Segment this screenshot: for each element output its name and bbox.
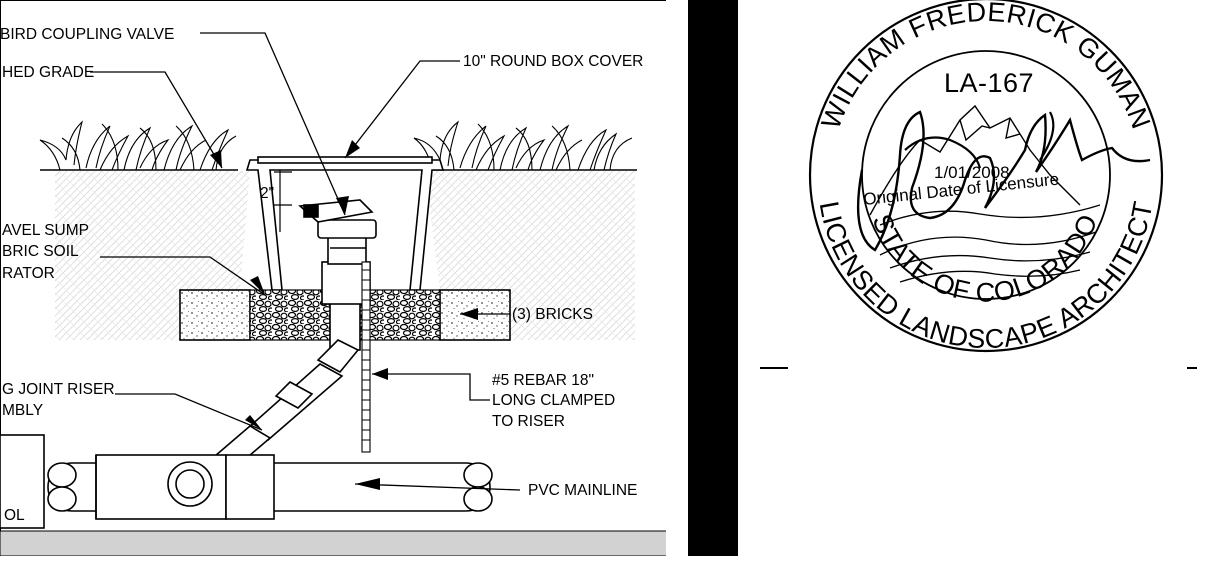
label-sump-line3: RATOR xyxy=(2,265,55,282)
leader-lines xyxy=(90,32,521,491)
grass-right xyxy=(413,120,637,171)
label-bricks: (3) BRICKS xyxy=(512,306,593,323)
label-partial-box: OL xyxy=(4,507,25,524)
label-sump-line1: AVEL SUMP xyxy=(2,222,89,239)
seal-mountains xyxy=(869,104,1081,216)
label-sump-line2: BRIC SOIL xyxy=(2,243,79,260)
signature-stroke-2 xyxy=(904,111,1055,169)
label-mainline: PVC MAINLINE xyxy=(528,482,637,499)
seal-license-number: LA-167 xyxy=(944,68,1034,98)
irrigation-detail: BIRD COUPLING VALVE HED GRADE 10" ROUND … xyxy=(0,0,688,557)
label-rebar-line1: #5 REBAR 18" xyxy=(492,372,594,389)
partial-box xyxy=(0,434,45,529)
title-band xyxy=(0,530,668,557)
leader-arrows xyxy=(210,140,478,490)
seal-date: 1/01/2008 xyxy=(934,163,1010,182)
panel-divider xyxy=(666,0,688,556)
grass-left xyxy=(39,120,238,171)
seal-landscape xyxy=(879,204,1101,283)
label-rebar-line3: TO RISER xyxy=(492,413,565,430)
seal-panel-border-left xyxy=(688,0,738,556)
seal-outer-ring xyxy=(808,0,1164,353)
label-riser-line2: MBLY xyxy=(2,402,43,419)
pvc-mainline xyxy=(47,454,493,520)
label-coupling-valve: BIRD COUPLING VALVE xyxy=(0,26,174,43)
bricks xyxy=(179,289,511,341)
rebar xyxy=(361,261,371,453)
label-dimension: 2" xyxy=(260,185,274,202)
label-rebar-line2: LONG CLAMPED xyxy=(492,392,615,409)
seal-panel-inner xyxy=(738,0,1210,556)
label-box-cover: 10" ROUND BOX COVER xyxy=(463,53,643,70)
dimension-marker xyxy=(274,170,292,232)
soil-hatch xyxy=(55,171,635,340)
signature xyxy=(856,110,1151,252)
label-finished-grade: HED GRADE xyxy=(2,64,94,81)
label-riser-line1: G JOINT RISER xyxy=(2,381,115,398)
seal-panel: WILLIAM FREDERICK GUMAN STATE OF COLORAD… xyxy=(688,0,1210,556)
